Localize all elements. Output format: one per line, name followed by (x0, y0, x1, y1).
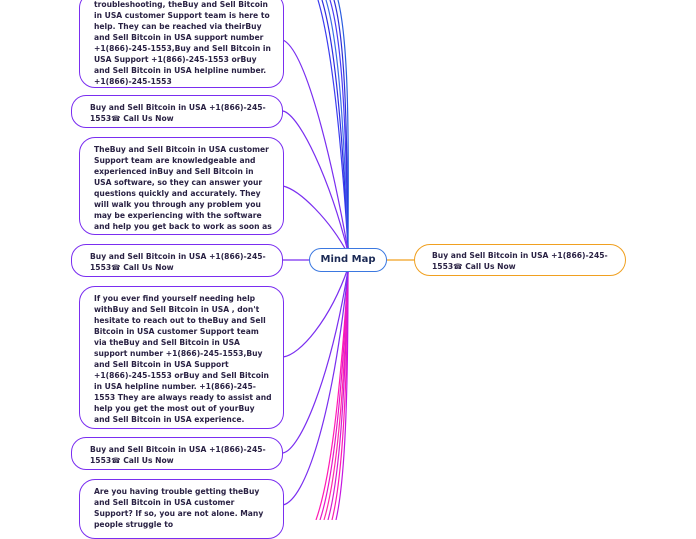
connector-offscreen-top (333, 0, 349, 249)
connector-offscreen-bottom (323, 271, 349, 520)
connector-canvas (282, 0, 414, 520)
connector-offscreen-top (325, 0, 349, 249)
connector-offscreen-bottom (327, 271, 349, 520)
topic-node[interactable]: Buy and Sell Bitcoin in USA +1(866)-245-… (71, 95, 283, 128)
connector-node-1 (282, 39, 349, 251)
topic-text: Buy and Sell Bitcoin in USA +1(866)-245-… (432, 251, 608, 271)
connector-offscreen-top (317, 0, 349, 249)
connector-node-7 (282, 271, 349, 506)
topic-text: Buy and Sell Bitcoin in USA +1(866)-245-… (90, 445, 266, 465)
topic-node[interactable]: TheBuy and Sell Bitcoin in USA customer … (79, 137, 284, 235)
connector-node-3 (282, 185, 349, 255)
right-topic-node[interactable]: Buy and Sell Bitcoin in USA +1(866)-245-… (414, 244, 626, 276)
connector-node-6 (282, 269, 349, 454)
top-connectors (317, 0, 349, 249)
topic-node[interactable]: Buy and Sell Bitcoin in USA +1(866)-245-… (71, 244, 283, 277)
connector-offscreen-top (337, 0, 349, 249)
topic-text: If you ever find yourself needing help w… (94, 294, 272, 424)
topic-node[interactable]: Buy and Sell Bitcoin in USA +1(866)-245-… (71, 437, 283, 470)
topic-text: troubleshooting, theBuy and Sell Bitcoin… (94, 0, 271, 86)
bottom-connectors (315, 271, 349, 520)
topic-node[interactable]: If you ever find yourself needing help w… (79, 286, 284, 429)
connector-node-5 (282, 267, 349, 358)
connector-offscreen-bottom (319, 271, 349, 520)
topic-text: Buy and Sell Bitcoin in USA +1(866)-245-… (90, 252, 266, 272)
connector-node-2 (282, 110, 349, 253)
topic-text: Are you having trouble getting theBuy an… (94, 487, 264, 529)
topic-node[interactable]: troubleshooting, theBuy and Sell Bitcoin… (79, 0, 284, 88)
central-topic[interactable]: Mind Map (309, 248, 387, 272)
left-connectors (282, 39, 349, 506)
central-topic-label: Mind Map (320, 254, 376, 265)
connector-offscreen-bottom (335, 271, 349, 520)
topic-text: Buy and Sell Bitcoin in USA +1(866)-245-… (90, 103, 266, 123)
topic-node[interactable]: Are you having trouble getting theBuy an… (79, 479, 284, 539)
connector-offscreen-top (321, 0, 349, 249)
connector-offscreen-bottom (315, 271, 349, 520)
topic-text: TheBuy and Sell Bitcoin in USA customer … (94, 145, 272, 234)
